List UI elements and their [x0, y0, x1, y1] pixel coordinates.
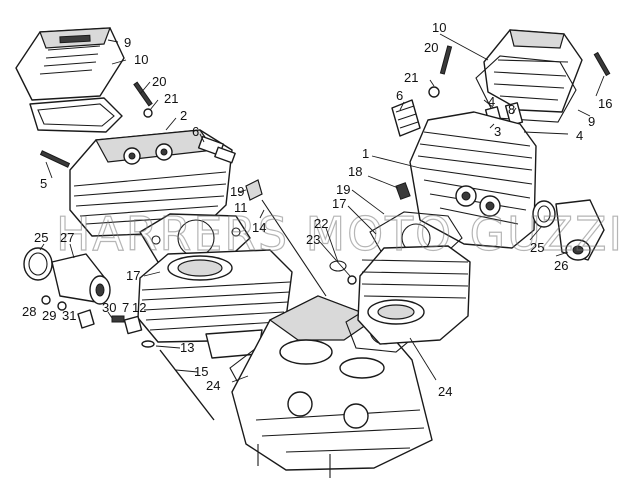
- callout-29: 29: [42, 308, 56, 323]
- callout-21-left: 21: [164, 91, 178, 106]
- callout-9-right: 9: [588, 114, 595, 129]
- callout-17-right: 17: [332, 196, 346, 211]
- callout-6-left: 6: [192, 124, 199, 139]
- left-small-parts: [39, 81, 327, 297]
- callout-6-right: 6: [396, 88, 403, 103]
- callout-13: 13: [180, 340, 194, 355]
- callout-19-left: 19: [230, 184, 244, 199]
- callout-1: 1: [362, 146, 369, 161]
- left-hardware: [41, 295, 155, 348]
- callout-15: 15: [194, 364, 208, 379]
- callout-25-left: 25: [34, 230, 48, 245]
- right-cylinder-barrel: [357, 245, 471, 345]
- callout-20-left: 20: [152, 74, 166, 89]
- callout-12: 12: [132, 300, 146, 315]
- callout-16: 16: [598, 96, 612, 111]
- callout-21-right: 21: [404, 70, 418, 85]
- callout-18: 18: [348, 164, 362, 179]
- right-intake-manifold: [532, 199, 605, 261]
- callout-19-right: 19: [336, 182, 350, 197]
- callout-10-left: 10: [134, 52, 148, 67]
- callout-7: 7: [122, 300, 129, 315]
- callout-labels: 9 10 20 21 2 6 5 19 11 14 25 27 17 28 29…: [22, 20, 612, 399]
- callout-14: 14: [252, 220, 266, 235]
- left-rocker-cover: [15, 27, 125, 101]
- callout-8: 8: [508, 102, 515, 117]
- right-cylinder-head: [409, 111, 537, 249]
- callout-26: 26: [554, 258, 568, 273]
- left-cylinder-head: [69, 129, 233, 237]
- callout-2: 2: [180, 108, 187, 123]
- callout-4-top: 4: [488, 94, 495, 109]
- callout-28: 28: [22, 304, 36, 319]
- callout-22: 22: [314, 216, 328, 231]
- callout-25-right: 25: [530, 240, 544, 255]
- callout-31: 31: [62, 308, 76, 323]
- callout-17-left: 17: [126, 268, 140, 283]
- callout-5: 5: [40, 176, 47, 191]
- callout-9-left: 9: [124, 35, 131, 50]
- left-cylinder-barrel: [137, 249, 293, 359]
- callout-24-left: 24: [206, 378, 220, 393]
- leader-lines: [39, 33, 605, 383]
- left-cover-gasket: [29, 97, 123, 133]
- callout-11: 11: [234, 200, 248, 215]
- watermark-text: HARRERS MOTO GUZZI: [56, 207, 624, 261]
- left-long-stud: [159, 349, 215, 421]
- callout-27: 27: [60, 230, 74, 245]
- callout-4-side: 4: [576, 128, 583, 143]
- callout-30: 30: [102, 300, 116, 315]
- left-intake-manifold: [23, 247, 111, 305]
- callout-24-right: 24: [438, 384, 452, 399]
- callout-3: 3: [494, 124, 501, 139]
- callout-20-right: 20: [424, 40, 438, 55]
- callout-23: 23: [306, 232, 320, 247]
- right-rocker-cover: [483, 29, 583, 113]
- right-misc-parts: [329, 260, 357, 285]
- callout-10-right: 10: [432, 20, 446, 35]
